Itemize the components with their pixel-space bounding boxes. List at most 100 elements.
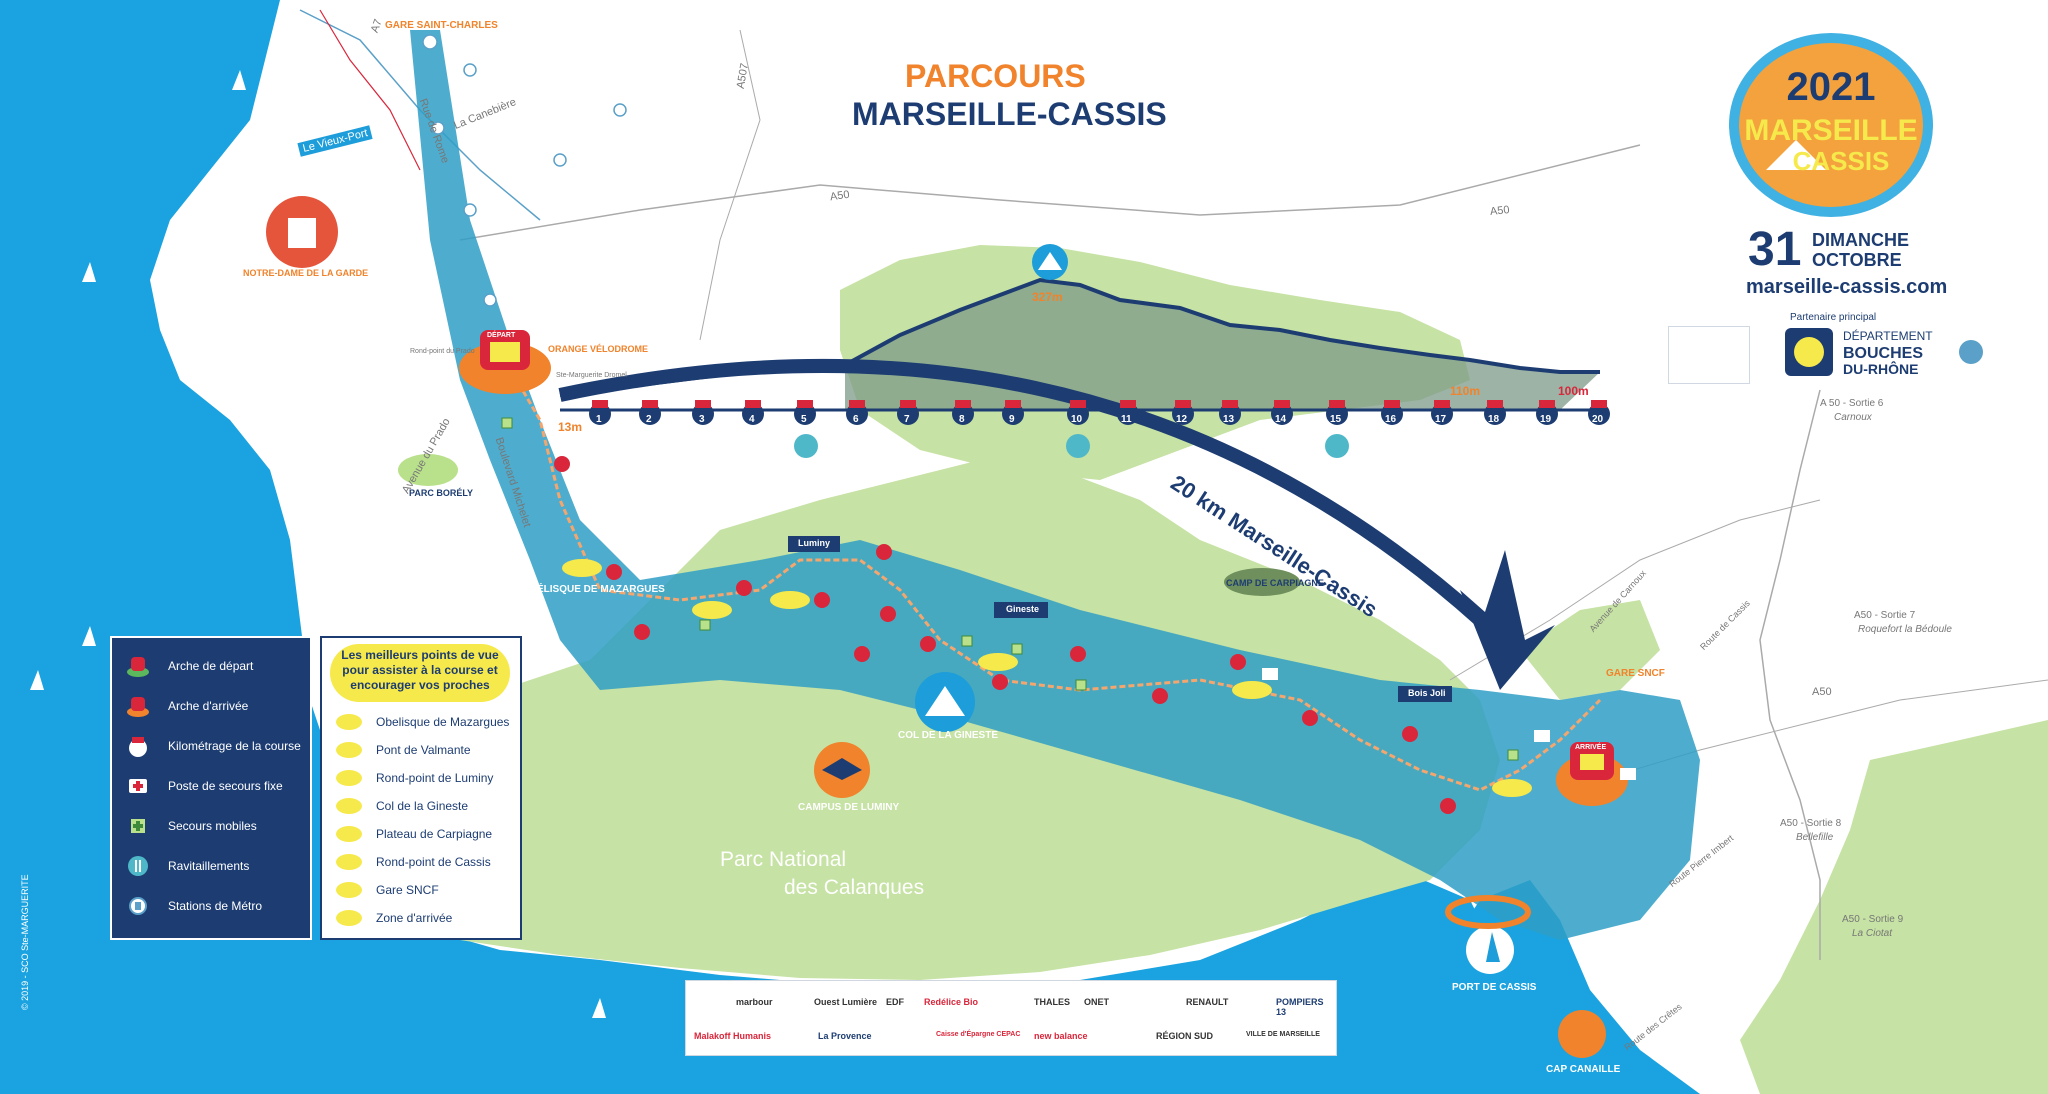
elevation-110: 110m <box>1450 384 1481 398</box>
legend-item: Kilométrage de la course <box>112 728 310 768</box>
course-km-marker <box>1070 646 1086 662</box>
metro-station <box>483 293 497 307</box>
metro-station <box>463 63 477 77</box>
viewpoint-dot <box>336 714 362 730</box>
label-marguerite: Ste-Marguerite Dromel <box>556 372 627 379</box>
metro-station <box>422 34 438 50</box>
course-km-marker <box>814 592 830 608</box>
km-label: 14 <box>1275 414 1287 425</box>
luminy-flag <box>788 536 840 552</box>
viewpoint-label: Plateau de Carpiagne <box>376 827 493 841</box>
km-marker <box>1002 400 1024 425</box>
highway-a50 <box>459 144 1641 241</box>
label-col-gineste: COL DE LA GINESTE <box>898 730 999 741</box>
viewpoint-label: Pont de Valmante <box>376 743 471 757</box>
mobile-aid-icon <box>1075 679 1087 691</box>
viewpoint-dot <box>336 854 362 870</box>
refreshment-icon <box>794 434 818 458</box>
km-label: 3 <box>699 414 705 425</box>
km-label: 9 <box>1009 414 1015 425</box>
course-km-marker <box>1440 798 1456 814</box>
course-km-marker <box>1230 654 1246 670</box>
finish-arch-panel <box>1580 754 1604 770</box>
viewpoint-marker <box>692 601 732 619</box>
legend-label: Secours mobiles <box>168 819 257 833</box>
legend-item: Secours mobiles <box>112 808 310 848</box>
legend-item: Ravitaillements <box>112 848 310 888</box>
viewpoint-item: Obelisque de Mazargues <box>322 710 520 738</box>
viewpoint-item: Pont de Valmante <box>322 738 520 766</box>
label-a50-3: A50 <box>1812 686 1832 698</box>
first-aid-icon <box>1262 668 1278 680</box>
mobile-aid-icon <box>1011 643 1023 655</box>
label-port-cassis: PORT DE CASSIS <box>1452 982 1537 993</box>
course-km-marker <box>854 646 870 662</box>
sponsor-logo: Redélice Bio <box>924 997 979 1007</box>
km-label: 20 <box>1592 414 1604 425</box>
elevation-start: 13m <box>558 420 583 434</box>
metro-line-2 <box>319 9 421 171</box>
label-rond-point-prado: Rond-point du Prado <box>410 348 475 355</box>
viewpoint-item: Plateau de Carpiagne <box>322 822 520 850</box>
metro-station <box>463 203 477 217</box>
mobile-aid-icon <box>1507 749 1519 761</box>
cassis-town-logo <box>1668 326 1750 384</box>
viewpoint-dot <box>336 798 362 814</box>
viewpoints-panel: Les meilleurs points de vue pour assiste… <box>320 636 522 940</box>
port-ring <box>1445 895 1531 929</box>
legend-label: Arche d'arrivée <box>168 699 249 713</box>
viewpoint-label: Col de la Gineste <box>376 799 469 813</box>
finish-arch-icon <box>127 697 149 717</box>
first-aid-icon <box>129 779 147 793</box>
graduation-cap-icon <box>822 758 862 780</box>
label-gineste-flag: Gineste <box>1006 604 1040 614</box>
mobile-aid-icon <box>961 635 973 647</box>
viewpoint-dot <box>336 742 362 758</box>
course-km-marker <box>554 456 570 472</box>
sailboat-icon <box>592 998 606 1018</box>
elevation-end: 100m <box>1558 384 1589 398</box>
viewpoint-label: Zone d'arrivée <box>376 911 453 925</box>
viewpoint-label: Rond-point de Luminy <box>376 771 494 785</box>
course-km-marker <box>876 544 892 560</box>
sponsor-logo: La Provence <box>818 1031 872 1041</box>
logo-line-2: CASSIS <box>1793 146 1890 176</box>
event-url[interactable]: marseille-cassis.com <box>1746 276 1948 298</box>
event-date-number: 31 <box>1748 223 1802 276</box>
km-marker <box>1431 400 1453 425</box>
course-corridor <box>410 30 1700 940</box>
viewpoint-item: Rond-point de Luminy <box>322 766 520 794</box>
first-aid-markers <box>1262 668 1636 780</box>
km-label: 18 <box>1488 414 1500 425</box>
dept-line-3: DU-RHÔNE <box>1843 360 1918 377</box>
legend-label: Poste de secours fixe <box>168 779 283 793</box>
label-cap-canaille: CAP CANAILLE <box>1546 1064 1621 1075</box>
viewpoint-dot <box>336 826 362 842</box>
sponsor-logo: RENAULT <box>1186 997 1229 1007</box>
km-marker <box>846 400 868 425</box>
viewpoint-dot <box>336 910 362 926</box>
sponsor-logo: ONET <box>1084 997 1110 1007</box>
viewpoint-item: Rond-point de Cassis <box>322 850 520 878</box>
sponsor-logo: new balance <box>1034 1031 1088 1041</box>
course-km-marker <box>1402 726 1418 742</box>
course-km-marker <box>634 624 650 640</box>
sailboat-icon <box>82 626 96 646</box>
km-marker <box>1117 400 1139 425</box>
label-camp-carpiagne: CAMP DE CARPIAGNE <box>1226 578 1324 588</box>
park-east <box>1740 720 2048 1094</box>
metro-icon <box>129 897 147 915</box>
sponsor-logo: Malakoff Humanis <box>694 1031 772 1041</box>
legend-item: Arche d'arrivée <box>112 688 310 728</box>
start-arch-icon <box>127 657 149 677</box>
bois-joli-flag <box>1398 686 1452 702</box>
legend-item: Arche de départ <box>112 648 310 688</box>
notre-dame-icon <box>288 218 316 248</box>
course-km-marker <box>1302 710 1318 726</box>
km-marker <box>952 400 974 425</box>
legend-label: Stations de Métro <box>168 899 263 913</box>
sponsors-banner: marbour Ouest Lumière EDF Redélice Bio T… <box>685 980 1337 1056</box>
km-label: 15 <box>1330 414 1342 425</box>
legend-item: Stations de Métro <box>112 888 310 928</box>
label-sortie9: A50 - Sortie 9 <box>1842 914 1904 925</box>
